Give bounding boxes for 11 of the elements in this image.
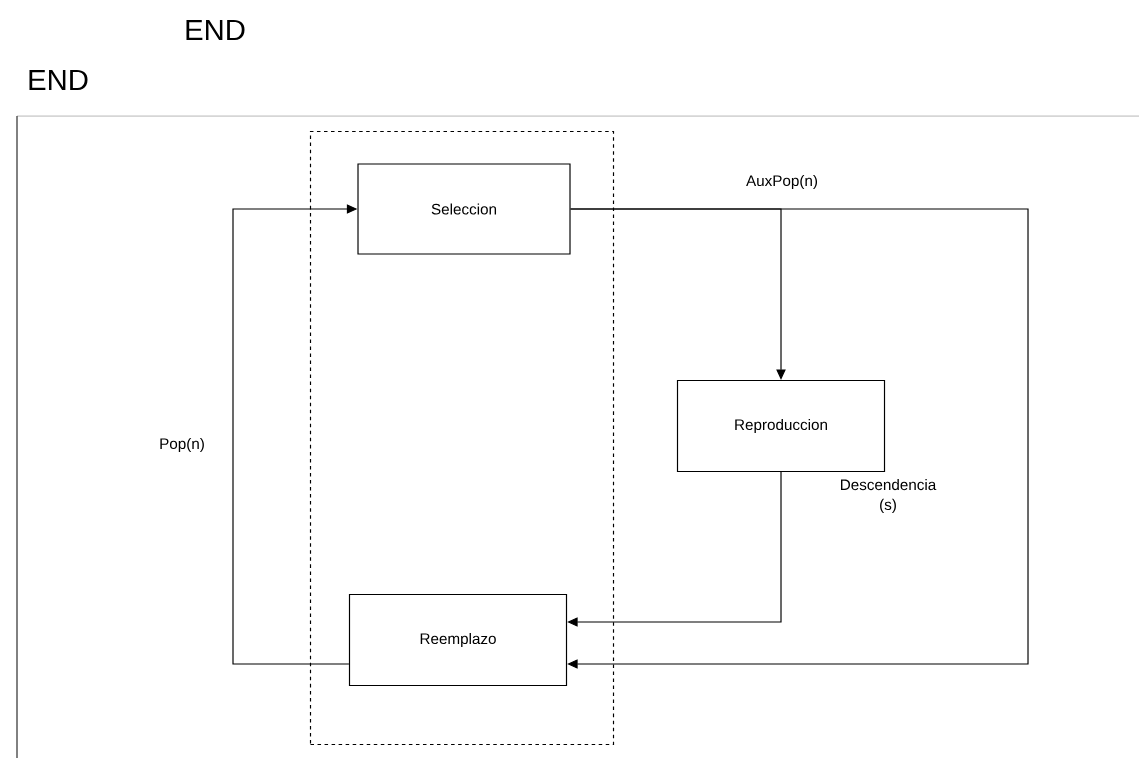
edge-label: Descendencia (s)	[836, 477, 940, 515]
arrow	[567, 471, 782, 627]
arrow	[567, 208, 1029, 669]
process-box: Reemplazo	[348, 593, 568, 687]
edge-label: AuxPop(n)	[744, 173, 820, 191]
heading-text: END	[186, 19, 245, 41]
heading-text: END	[29, 69, 88, 91]
process-box: Reproduccion	[676, 379, 886, 473]
edge-label: Pop(n)	[157, 436, 207, 454]
process-box: Seleccion	[357, 163, 571, 255]
dashed-group-box	[309, 130, 615, 746]
